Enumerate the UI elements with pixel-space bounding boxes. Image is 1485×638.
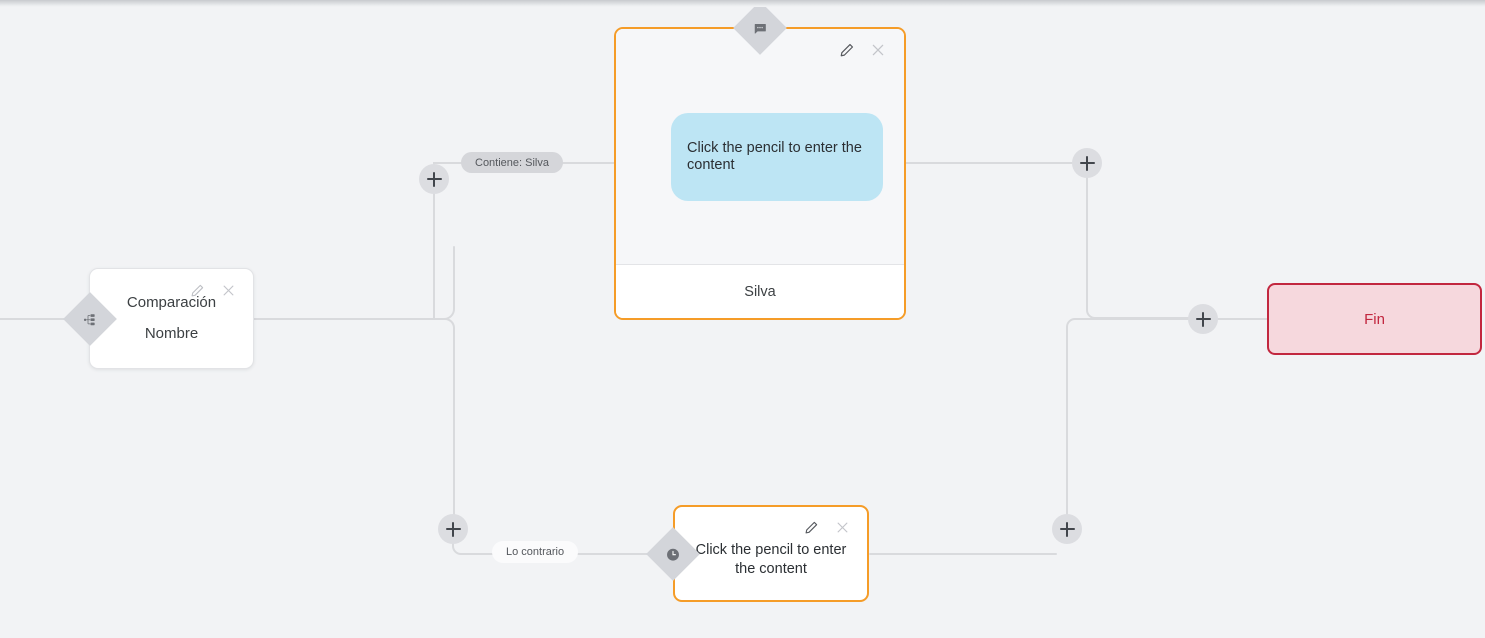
chat-bubble-icon — [753, 21, 768, 36]
edge-split-corner-down — [252, 318, 455, 331]
clock-icon-handle[interactable] — [646, 527, 700, 581]
add-node-before-end[interactable] — [1188, 304, 1218, 334]
window-top-edge-shadow — [0, 0, 1485, 7]
edge-label-true-text: Contiene: Silva — [475, 156, 549, 169]
edge-label-true[interactable]: Contiene: Silva — [461, 152, 563, 173]
add-node-top-right[interactable] — [1072, 148, 1102, 178]
node-message-body: Click the pencil to enter the content — [616, 29, 904, 264]
close-icon[interactable] — [220, 282, 237, 299]
node-message-footer: Silva — [616, 264, 904, 318]
node-delay-actions — [803, 519, 851, 536]
edge-merge-vertical-top — [1086, 177, 1192, 319]
message-bubble-text: Click the pencil to enter the content — [687, 140, 862, 173]
close-icon[interactable] — [869, 41, 886, 58]
node-end[interactable]: Fin — [1267, 283, 1482, 355]
node-message-footer-label: Silva — [744, 283, 776, 300]
add-node-top-left[interactable] — [419, 164, 449, 194]
pencil-icon[interactable] — [803, 519, 820, 536]
pencil-icon[interactable] — [838, 41, 855, 58]
node-comparison-title: Comparación — [126, 294, 217, 311]
add-node-bottom-left[interactable] — [438, 514, 468, 544]
node-message[interactable]: Click the pencil to enter the content Si… — [614, 27, 906, 320]
node-comparison-actions — [189, 282, 237, 299]
node-end-label: Fin — [1364, 310, 1385, 328]
branch-icon — [83, 312, 98, 327]
branch-icon-handle[interactable] — [63, 292, 117, 346]
edge-comparison-to-split — [252, 246, 455, 320]
add-node-bottom-right[interactable] — [1052, 514, 1082, 544]
edge-label-false-text: Lo contrario — [506, 546, 565, 558]
node-comparison-body: Comparación Nombre — [90, 269, 253, 368]
message-bubble[interactable]: Click the pencil to enter the content — [671, 113, 883, 201]
node-comparison-subtitle: Nombre — [144, 324, 199, 342]
chat-bubble-icon-handle[interactable] — [733, 1, 787, 55]
clock-icon — [665, 546, 682, 563]
edge-merge-vertical-bottom — [1066, 318, 1192, 515]
close-icon[interactable] — [834, 519, 851, 536]
node-delay[interactable]: Click the pencil to enter the content — [673, 505, 869, 602]
node-message-actions — [838, 41, 886, 58]
edge-label-false[interactable]: Lo contrario — [492, 541, 579, 563]
node-delay-text: Click the pencil to enter the content — [695, 542, 847, 577]
pencil-icon[interactable] — [189, 282, 206, 299]
